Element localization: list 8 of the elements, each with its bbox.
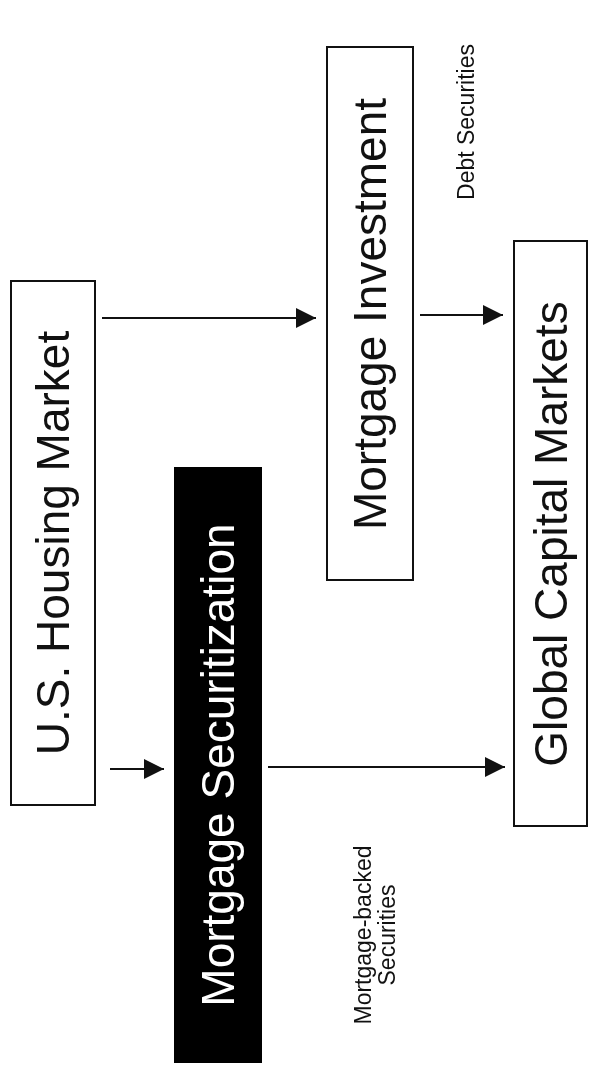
highlighted-process-box — [174, 467, 262, 1063]
process-box — [513, 240, 588, 827]
process-box — [10, 280, 96, 806]
arrow — [101, 308, 317, 328]
arrow — [267, 757, 506, 777]
process-box — [326, 46, 414, 581]
arrow — [109, 759, 165, 779]
arrow — [419, 305, 504, 325]
